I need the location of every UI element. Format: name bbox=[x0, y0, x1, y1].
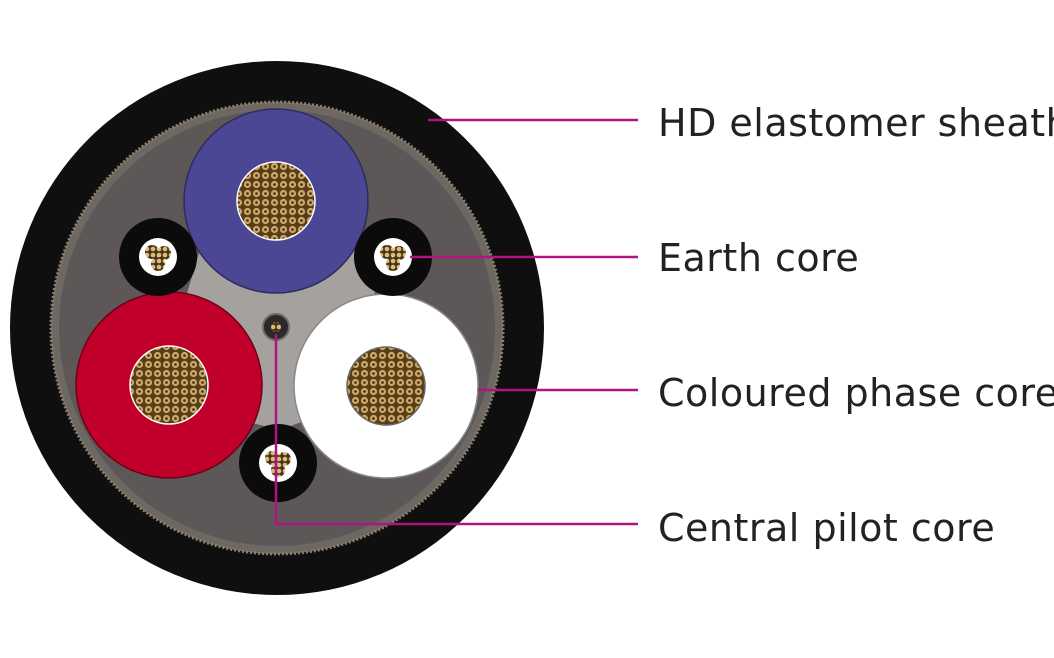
label-central-pilot-core: Central pilot core bbox=[658, 506, 996, 550]
earth-core-right bbox=[354, 218, 432, 296]
leader-pilot bbox=[274, 334, 638, 526]
phase-core-red bbox=[75, 291, 263, 479]
central-pilot-core bbox=[262, 313, 290, 341]
phase-core-white bbox=[293, 293, 479, 479]
label-hd-elastomer-sheath: HD elastomer sheath bbox=[658, 101, 1054, 145]
phase-core-blue bbox=[183, 108, 369, 294]
label-coloured-phase-core: Coloured phase core bbox=[658, 371, 1054, 415]
label-earth-core: Earth core bbox=[658, 236, 860, 280]
leader-lines bbox=[274, 118, 638, 526]
earth-core-left bbox=[119, 218, 197, 296]
earth-core-bottom bbox=[239, 424, 317, 502]
